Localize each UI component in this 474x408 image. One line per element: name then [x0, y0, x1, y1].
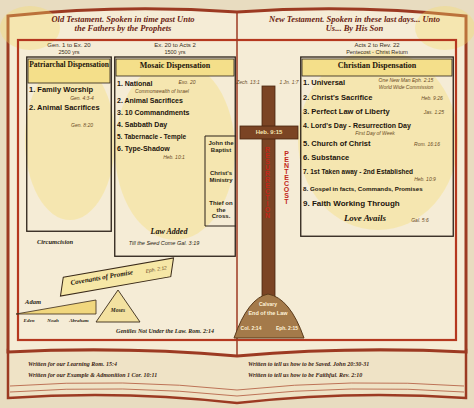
- emphasis-text: Love Avails: [325, 214, 405, 224]
- date-range: Ex. 20 to Acts 2: [144, 42, 206, 49]
- scripture-reference: Heb. 10:9: [400, 177, 450, 183]
- hill-label: Eph. 2:15: [270, 326, 304, 332]
- date-range: 1500 yrs: [144, 49, 206, 55]
- date-range: Acts 2 to Rev. 22: [340, 42, 414, 49]
- list-item: 9. Faith Working Through: [303, 200, 453, 209]
- scripture-reference: Gen. 4:3-4: [56, 96, 108, 102]
- side-note: Christ's Ministry: [207, 170, 235, 183]
- glow: [298, 50, 458, 230]
- dispensation-heading: Christian Dispensation: [302, 62, 452, 71]
- note-text: Till the Seed Come Gal. 3:19: [124, 240, 204, 246]
- hill-label: Col. 2:14: [234, 326, 268, 332]
- node-outline: [26, 42, 112, 232]
- figure-label: Moses: [103, 307, 133, 313]
- list-item: 2. Christ's Sacrifice: [303, 94, 413, 102]
- cross-label: Heb. 9:15: [242, 129, 296, 136]
- scripture-reference: Heb. 10:1: [154, 155, 194, 161]
- list-item: 1. Universal: [303, 79, 363, 87]
- list-item: 7. 1st Taken away - 2nd Established: [303, 168, 453, 175]
- scripture-reference: Commonwealth of Israel: [122, 89, 202, 95]
- heading-band: [28, 59, 110, 83]
- figure-label: Gentiles Not Under the Law. Rom. 2:14: [100, 328, 230, 335]
- hill-label: Calvary: [248, 302, 288, 308]
- ministry-column: [205, 136, 236, 226]
- dispensation-heading: Patriarchal Dispensation: [28, 61, 110, 69]
- footer-note: Written to tell us how to be Faithful. R…: [248, 372, 458, 379]
- date-range: Gen. 1 to Ex. 20: [26, 42, 112, 49]
- vertical-label: PENTECOST: [283, 150, 290, 204]
- figure-label: Adam: [18, 298, 48, 305]
- cross-bar: [240, 126, 298, 139]
- list-item: 2. Animal Sacrifices: [117, 97, 205, 105]
- glow: [115, 60, 235, 240]
- list-item: 3. Perfect Law of Liberty: [303, 108, 418, 116]
- page-edge-line: [10, 389, 464, 396]
- scripture-reference: Jas. 1:25: [416, 110, 452, 116]
- emphasis-text: Law Added: [134, 228, 204, 237]
- figure-label: Eden: [18, 318, 40, 324]
- dispensation-box: Gen. 1 to Ex. 202500 yrsPatriarchal Disp…: [26, 42, 112, 232]
- dispensation-heading: Mosaic Dispensation: [116, 62, 234, 71]
- scripture-reference: Zech. 13:1: [232, 80, 264, 86]
- cross-post: [262, 86, 275, 316]
- footer-note: Written for our Learning Rom. 15:4: [28, 361, 233, 368]
- book-spine: [236, 12, 238, 356]
- vertical-label: RESURRECTION: [264, 146, 271, 218]
- scripture-reference: One New Man Eph. 2:15: [360, 78, 452, 84]
- scripture-reference: Gal. 5:6: [400, 218, 440, 224]
- list-item: 6. Substance: [303, 154, 403, 162]
- book-edge: [8, 350, 466, 403]
- heading-band: [302, 59, 452, 76]
- list-item: 1. National: [117, 80, 172, 88]
- scripture-reference: World Wide Commission: [360, 85, 452, 91]
- footer-note: Written for our Example & Admonition 1 C…: [28, 372, 233, 379]
- list-item: 1. Family Worship: [29, 86, 111, 94]
- box-outline: [27, 57, 112, 231]
- date-range: 2500 yrs: [26, 49, 112, 55]
- list-item: 4. Lord's Day - Resurrection Day: [303, 122, 453, 130]
- scripture-reference: Exo. 20: [172, 80, 202, 86]
- list-item: 4. Sabbath Day: [117, 121, 205, 129]
- footer-note: Written to tell us how to be Saved. John…: [248, 361, 458, 368]
- date-range: Pentecost - Christ Return: [320, 49, 434, 55]
- heading-band: [116, 59, 234, 76]
- figure-label: Noah: [42, 318, 64, 324]
- scripture-reference: Gen. 8:20: [56, 123, 108, 129]
- dispensation-box: Ex. 20 to Acts 21500 yrsMosaic Dispensat…: [114, 42, 236, 257]
- figure-label: Circumcision: [20, 238, 90, 245]
- hill-label: End of the Law: [244, 310, 292, 316]
- moses-triangle: [96, 290, 140, 322]
- list-item: 2. Animal Sacrifices: [29, 104, 111, 112]
- list-item: 5. Church of Christ: [303, 140, 403, 148]
- list-item: 3. 10 Commandments: [117, 109, 205, 117]
- side-note: John the Baptist: [207, 140, 235, 153]
- book-pages: [8, 9, 466, 356]
- list-item: 5. Tabernacle - Temple: [117, 133, 205, 140]
- list-item: 6. Type-Shadow: [117, 145, 205, 153]
- calvary-hill: [234, 294, 304, 338]
- testament-heading: New Testament. Spoken in these last days…: [262, 15, 447, 34]
- list-item: 8. Gospel in facts, Commands, Promises: [303, 186, 453, 193]
- scripture-reference: First Day of Week: [330, 131, 420, 137]
- testament-heading: Old Testament. Spoken in time past Unto …: [48, 15, 198, 34]
- glow: [415, 6, 474, 50]
- scripture-reference: 1 Jn. 1:7: [274, 80, 304, 86]
- glow: [25, 60, 115, 220]
- scripture-reference: Rom. 16:16: [404, 142, 450, 148]
- box-outline: [115, 57, 236, 256]
- box-outline: [301, 57, 454, 236]
- side-note: Thief on the Cross.: [207, 200, 235, 220]
- figure-label: Abraham: [64, 318, 94, 324]
- band-outline: [57, 258, 176, 296]
- dispensation-box: Acts 2 to Rev. 22Pentecost - Christ Retu…: [300, 42, 454, 237]
- scripture-reference: Heb. 9:26: [412, 96, 452, 102]
